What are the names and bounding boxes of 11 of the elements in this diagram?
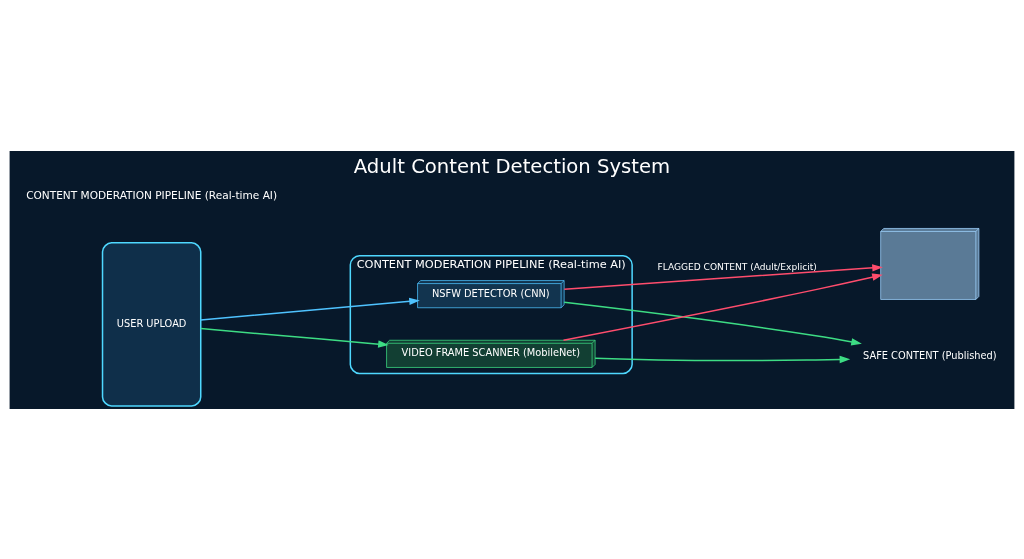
arrow bbox=[563, 263, 883, 290]
edge-label: FLAGGED CONTENT (Adult/Explicit) bbox=[657, 261, 817, 272]
arrow bbox=[563, 301, 862, 345]
node-text: SAFE CONTENT (Published) bbox=[863, 349, 997, 361]
label: CONTENT MODERATION PIPELINE (Real-time AI) bbox=[26, 188, 278, 201]
arrow bbox=[200, 327, 389, 348]
diagram-title: Adult Content Detection System bbox=[353, 154, 671, 178]
arrow bbox=[200, 297, 420, 321]
node-box: USER UPLOAD bbox=[101, 241, 202, 407]
arrow bbox=[594, 355, 851, 363]
arrow bbox=[562, 272, 883, 341]
